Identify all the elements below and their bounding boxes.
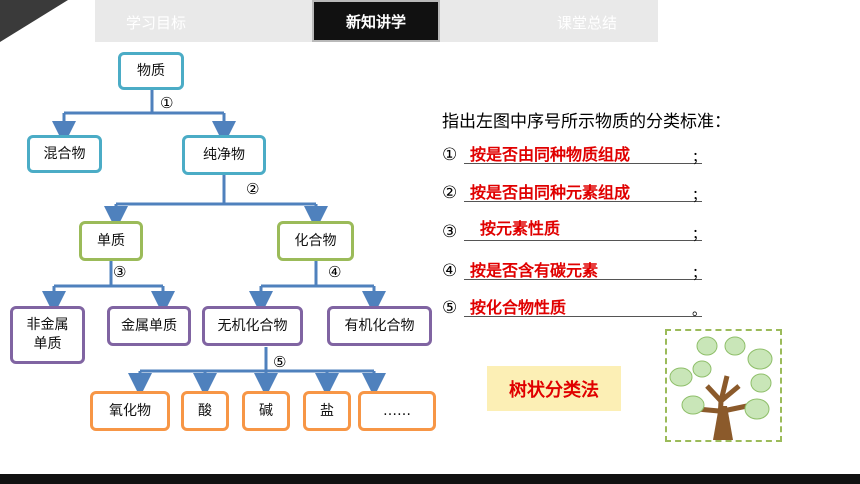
label-3: ③ bbox=[113, 263, 127, 281]
tree-illustration-icon bbox=[669, 336, 773, 440]
node-metal-element: 金属单质 bbox=[107, 306, 191, 346]
criteria-end: ； bbox=[692, 150, 706, 166]
nonmetal-line1: 非金属 bbox=[26, 317, 69, 334]
answer-underline bbox=[464, 201, 702, 202]
label-1: ① bbox=[160, 94, 174, 112]
criteria-num: ⑤ bbox=[442, 298, 458, 318]
node-salt: 盐 bbox=[303, 391, 351, 431]
nonmetal-line2: 单质 bbox=[33, 336, 62, 352]
bottom-bar bbox=[0, 474, 860, 484]
tab-learning-goals[interactable]: 学习目标 bbox=[126, 14, 187, 32]
label-5: ⑤ bbox=[273, 353, 287, 371]
node-more: …… bbox=[358, 391, 436, 431]
classification-tree-image bbox=[665, 329, 782, 442]
criteria-answer: 按是否由同种元素组成 bbox=[470, 183, 631, 202]
criteria-num: ② bbox=[442, 183, 458, 203]
node-mixture: 混合物 bbox=[27, 135, 102, 173]
criteria-answer: 按是否由同种物质组成 bbox=[470, 145, 631, 164]
criteria-end: ； bbox=[692, 266, 706, 282]
criteria-num: ① bbox=[442, 145, 458, 165]
criteria-row: ④ 按是否含有碳元素 ； bbox=[442, 257, 712, 282]
criteria-end: ； bbox=[692, 227, 706, 243]
criteria-title: 指出左图中序号所示物质的分类标准： bbox=[442, 112, 731, 132]
answer-underline bbox=[464, 240, 702, 241]
criteria-row: ① 按是否由同种物质组成 ； bbox=[442, 141, 712, 166]
node-pure-substance: 纯净物 bbox=[182, 135, 266, 175]
criteria-answer: 按是否含有碳元素 bbox=[470, 261, 599, 280]
criteria-end: ； bbox=[692, 188, 706, 204]
tab-class-summary[interactable]: 课堂总结 bbox=[557, 14, 618, 32]
node-element: 单质 bbox=[79, 221, 143, 261]
criteria-num: ③ bbox=[442, 222, 458, 242]
criteria-answer: 按元素性质 bbox=[480, 219, 561, 238]
label-2: ② bbox=[246, 180, 260, 198]
label-4: ④ bbox=[328, 263, 342, 281]
criteria-row: ② 按是否由同种元素组成 ； bbox=[442, 179, 712, 204]
node-inorganic-compound: 无机化合物 bbox=[202, 306, 303, 346]
tree-connectors bbox=[42, 90, 386, 397]
criteria-num: ④ bbox=[442, 261, 458, 281]
node-base: 碱 bbox=[242, 391, 290, 431]
criteria-end: 。 bbox=[692, 303, 706, 319]
criteria-row: ③ 按元素性质 ； bbox=[442, 218, 712, 243]
answer-underline bbox=[464, 316, 702, 317]
answer-underline bbox=[464, 163, 702, 164]
corner-triangle-icon bbox=[0, 0, 68, 42]
tab-new-knowledge[interactable]: 新知讲学 bbox=[312, 0, 440, 42]
node-nonmetal-element: 非金属 单质 bbox=[10, 306, 85, 364]
node-compound: 化合物 bbox=[277, 221, 354, 261]
node-organic-compound: 有机化合物 bbox=[327, 306, 432, 346]
criteria-answer: 按化合物性质 bbox=[470, 298, 567, 317]
answer-underline bbox=[464, 279, 702, 280]
node-acid: 酸 bbox=[181, 391, 229, 431]
method-label: 树状分类法 bbox=[487, 366, 621, 411]
node-substance: 物质 bbox=[118, 52, 184, 90]
criteria-row: ⑤ 按化合物性质 。 bbox=[442, 294, 712, 319]
node-oxide: 氧化物 bbox=[90, 391, 170, 431]
